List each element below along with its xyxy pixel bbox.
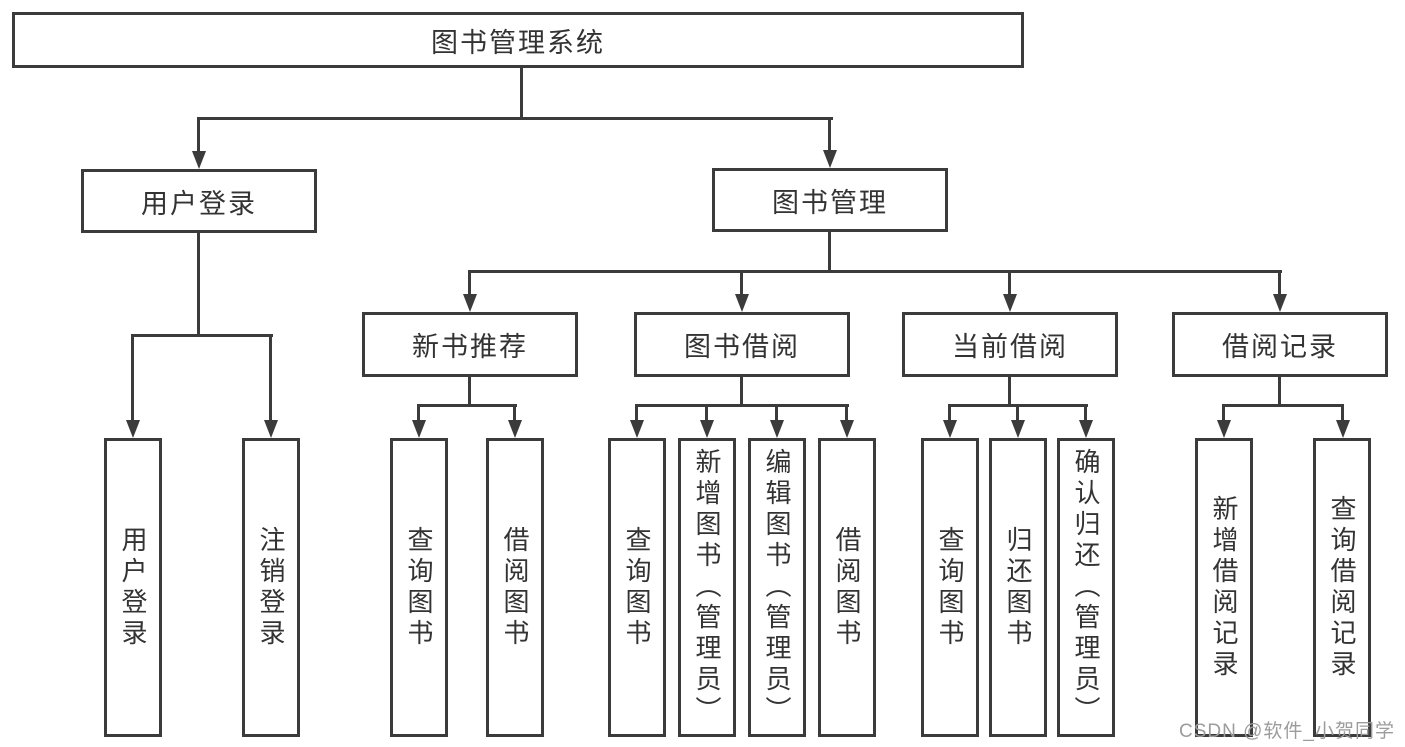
node-new-book-recommend: 新书推荐 — [362, 312, 578, 377]
arrowhead-icon — [412, 420, 426, 438]
csdn-watermark: CSDN @软件_小贺同学 — [1179, 721, 1395, 742]
leaf-query-books-recommend-label: 查询图书 — [404, 525, 434, 650]
leaf-edit-books-admin-label: 编辑图书（管理员） — [762, 448, 792, 727]
node-borrow-records: 借阅记录 — [1172, 312, 1388, 377]
connector-leaf-drop — [1222, 404, 1225, 422]
connector-new-book-recommend-stem — [468, 377, 471, 407]
connector-to-logout-leaf — [269, 334, 272, 422]
arrowhead-icon — [1079, 420, 1093, 438]
arrowhead-icon — [126, 420, 140, 438]
connector-to-user-login-leaf — [131, 334, 134, 422]
arrowhead-icon — [1273, 294, 1287, 312]
leaf-edit-books-admin: 编辑图书（管理员） — [748, 438, 806, 737]
leaf-add-books-admin-label: 新增图书（管理员） — [692, 448, 722, 727]
node-root-system: 图书管理系统 — [12, 12, 1024, 68]
leaf-user-login: 用户登录 — [104, 438, 162, 737]
connector-user-login-branch — [131, 334, 273, 337]
leaf-borrow-books-recommend: 借阅图书 — [486, 438, 544, 737]
leaf-query-books-current: 查询图书 — [921, 438, 979, 737]
leaf-logout: 注销登录 — [242, 438, 300, 737]
connector-book-borrow-stem — [740, 377, 743, 407]
leaf-borrow-books-borrow-label: 借阅图书 — [832, 525, 862, 650]
arrowhead-icon — [192, 151, 206, 169]
connector-new-book-recommend-branch — [417, 404, 517, 407]
connector-to-new-book-recommend — [468, 270, 471, 296]
connector-to-user-login — [197, 117, 200, 153]
leaf-add-borrow-record-label: 新增借阅记录 — [1209, 494, 1239, 681]
connector-leaf-drop — [1084, 404, 1087, 422]
arrowhead-icon — [770, 420, 784, 438]
connector-leaf-drop — [1016, 404, 1019, 422]
connector-current-borrow-stem — [1008, 377, 1011, 407]
arrowhead-icon — [1336, 420, 1350, 438]
arrowhead-icon — [943, 420, 957, 438]
connector-leaf-drop — [775, 404, 778, 422]
connector-leaf-drop — [705, 404, 708, 422]
connector-leaf-drop — [845, 404, 848, 422]
arrowhead-icon — [735, 294, 749, 312]
connector-leaf-drop — [948, 404, 951, 422]
node-user-login-label: 用户登录 — [141, 188, 257, 219]
connector-leaf-drop — [635, 404, 638, 422]
connector-book-borrow-branch — [635, 404, 849, 407]
leaf-query-borrow-record-label: 查询借阅记录 — [1327, 494, 1357, 681]
connector-user-login-stem — [197, 233, 200, 337]
node-root-label: 图书管理系统 — [431, 27, 605, 58]
node-current-borrow-label: 当前借阅 — [952, 332, 1068, 362]
leaf-query-borrow-record: 查询借阅记录 — [1313, 438, 1371, 737]
node-new-book-recommend-label: 新书推荐 — [412, 332, 528, 362]
connector-borrow-records-branch — [1222, 404, 1344, 407]
leaf-query-books-borrow-label: 查询图书 — [622, 525, 652, 650]
arrowhead-icon — [630, 420, 644, 438]
leaf-borrow-books-borrow: 借阅图书 — [818, 438, 876, 737]
leaf-borrow-books-recommend-label: 借阅图书 — [500, 525, 530, 650]
arrowhead-icon — [700, 420, 714, 438]
arrowhead-icon — [463, 294, 477, 312]
leaf-query-books-borrow: 查询图书 — [608, 438, 666, 737]
node-current-borrow: 当前借阅 — [902, 312, 1118, 377]
leaf-return-books: 归还图书 — [989, 438, 1047, 737]
node-book-borrow-label: 图书借阅 — [684, 332, 800, 362]
node-borrow-records-label: 借阅记录 — [1222, 332, 1338, 362]
leaf-user-login-label: 用户登录 — [118, 525, 148, 650]
arrowhead-icon — [823, 150, 837, 168]
connector-book-management-branch — [468, 270, 1282, 273]
node-user-login: 用户登录 — [81, 169, 317, 233]
leaf-logout-label: 注销登录 — [256, 525, 286, 650]
leaf-add-books-admin: 新增图书（管理员） — [678, 438, 736, 737]
connector-root-stem — [520, 68, 523, 120]
connector-to-book-management — [828, 117, 831, 152]
leaf-confirm-return-admin-label: 确认归还（管理员） — [1071, 448, 1101, 727]
leaf-query-books-current-label: 查询图书 — [935, 525, 965, 650]
arrowhead-icon — [840, 420, 854, 438]
connector-leaf-drop — [1341, 404, 1344, 422]
leaf-return-books-label: 归还图书 — [1003, 525, 1033, 650]
connector-root-branch — [197, 117, 833, 120]
leaf-add-borrow-record: 新增借阅记录 — [1195, 438, 1253, 737]
arrowhead-icon — [1003, 294, 1017, 312]
connector-borrow-records-stem — [1278, 377, 1281, 407]
connector-book-management-stem — [828, 232, 831, 273]
leaf-query-books-recommend: 查询图书 — [390, 438, 448, 737]
connector-to-current-borrow — [1008, 270, 1011, 296]
connector-to-borrow-records — [1278, 270, 1281, 296]
arrowhead-icon — [508, 420, 522, 438]
connector-to-book-borrow — [740, 270, 743, 296]
leaf-confirm-return-admin: 确认归还（管理员） — [1057, 438, 1115, 737]
connector-leaf-drop — [513, 404, 516, 422]
node-book-management: 图书管理 — [712, 168, 948, 232]
arrowhead-icon — [1217, 420, 1231, 438]
node-book-management-label: 图书管理 — [772, 187, 888, 218]
arrowhead-icon — [264, 420, 278, 438]
arrowhead-icon — [1011, 420, 1025, 438]
node-book-borrow: 图书借阅 — [634, 312, 850, 377]
connector-leaf-drop — [417, 404, 420, 422]
